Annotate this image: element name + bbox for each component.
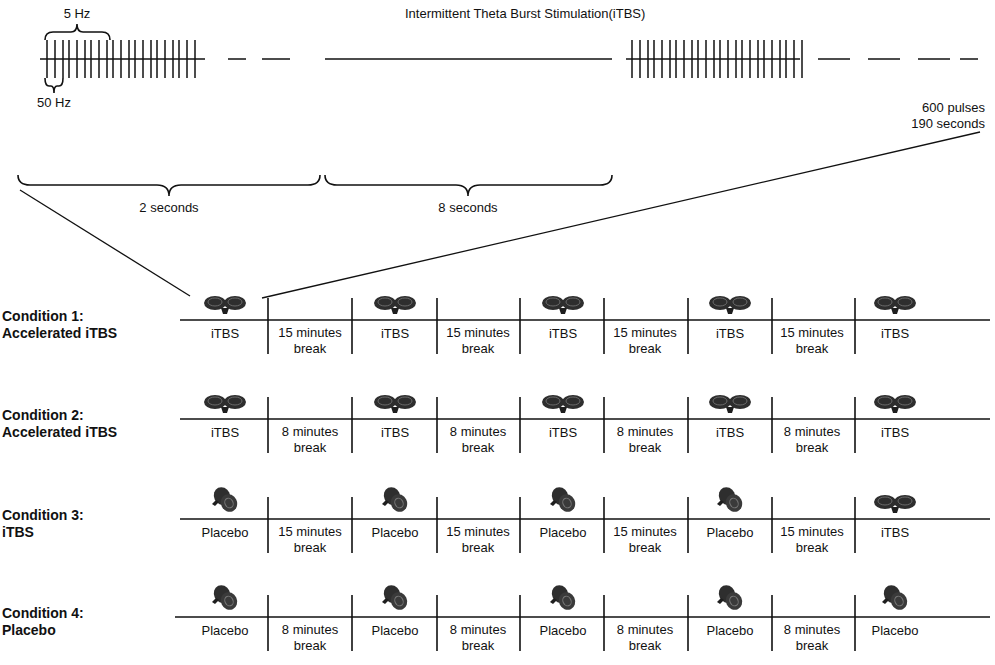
break-label: 15 minutes break (445, 524, 511, 555)
pulse-count-label: 600 pulses 190 seconds (903, 100, 985, 131)
session-label: iTBS (358, 425, 432, 441)
break-label: 8 minutes break (445, 622, 511, 653)
duration-label: 8 seconds (423, 200, 513, 216)
break-label: 15 minutes break (612, 325, 678, 356)
session-label: iTBS (858, 425, 932, 441)
break-label: 15 minutes break (779, 325, 845, 356)
session-label: iTBS (526, 425, 600, 441)
title: Intermittent Theta Burst Stimulation(iTB… (405, 6, 645, 22)
break-label: 8 minutes break (779, 622, 845, 653)
timeline (175, 298, 990, 651)
zoom-line (20, 132, 980, 298)
break-label: 8 minutes break (612, 622, 678, 653)
break-label: 15 minutes break (779, 524, 845, 555)
session-label: Placebo (358, 525, 432, 541)
session-label: Placebo (693, 623, 767, 639)
session-label: iTBS (858, 525, 932, 541)
break-label: 15 minutes break (277, 325, 343, 356)
session-label: Placebo (358, 623, 432, 639)
frequency-label: 5 Hz (47, 6, 107, 22)
break-label: 8 minutes break (277, 424, 343, 455)
break-label: 15 minutes break (612, 524, 678, 555)
break-label: 8 minutes break (277, 622, 343, 653)
duration-label: 2 seconds (124, 200, 214, 216)
session-label: Placebo (526, 623, 600, 639)
brace (18, 24, 612, 196)
break-label: 15 minutes break (277, 524, 343, 555)
session-label: iTBS (188, 326, 262, 342)
session-label: iTBS (188, 425, 262, 441)
session-label: Placebo (526, 525, 600, 541)
session-label: iTBS (693, 326, 767, 342)
session-label: iTBS (858, 326, 932, 342)
condition-label: Condition 4: Placebo (2, 605, 100, 639)
session-label: Placebo (693, 525, 767, 541)
condition-label: Condition 2: Accelerated iTBS (2, 407, 152, 441)
pulse-train (40, 40, 978, 78)
session-label: iTBS (526, 326, 600, 342)
break-label: 8 minutes break (445, 424, 511, 455)
session-label: Placebo (858, 623, 932, 639)
frequency-label: 50 Hz (24, 95, 84, 111)
session-label: Placebo (188, 525, 262, 541)
break-label: 8 minutes break (779, 424, 845, 455)
session-label: Placebo (188, 623, 262, 639)
break-label: 8 minutes break (612, 424, 678, 455)
condition-label: Condition 1: Accelerated iTBS (2, 308, 152, 342)
session-label: iTBS (693, 425, 767, 441)
condition-label: Condition 3: iTBS (2, 507, 100, 541)
break-label: 15 minutes break (445, 325, 511, 356)
coil-icons (204, 296, 916, 613)
session-label: iTBS (358, 326, 432, 342)
